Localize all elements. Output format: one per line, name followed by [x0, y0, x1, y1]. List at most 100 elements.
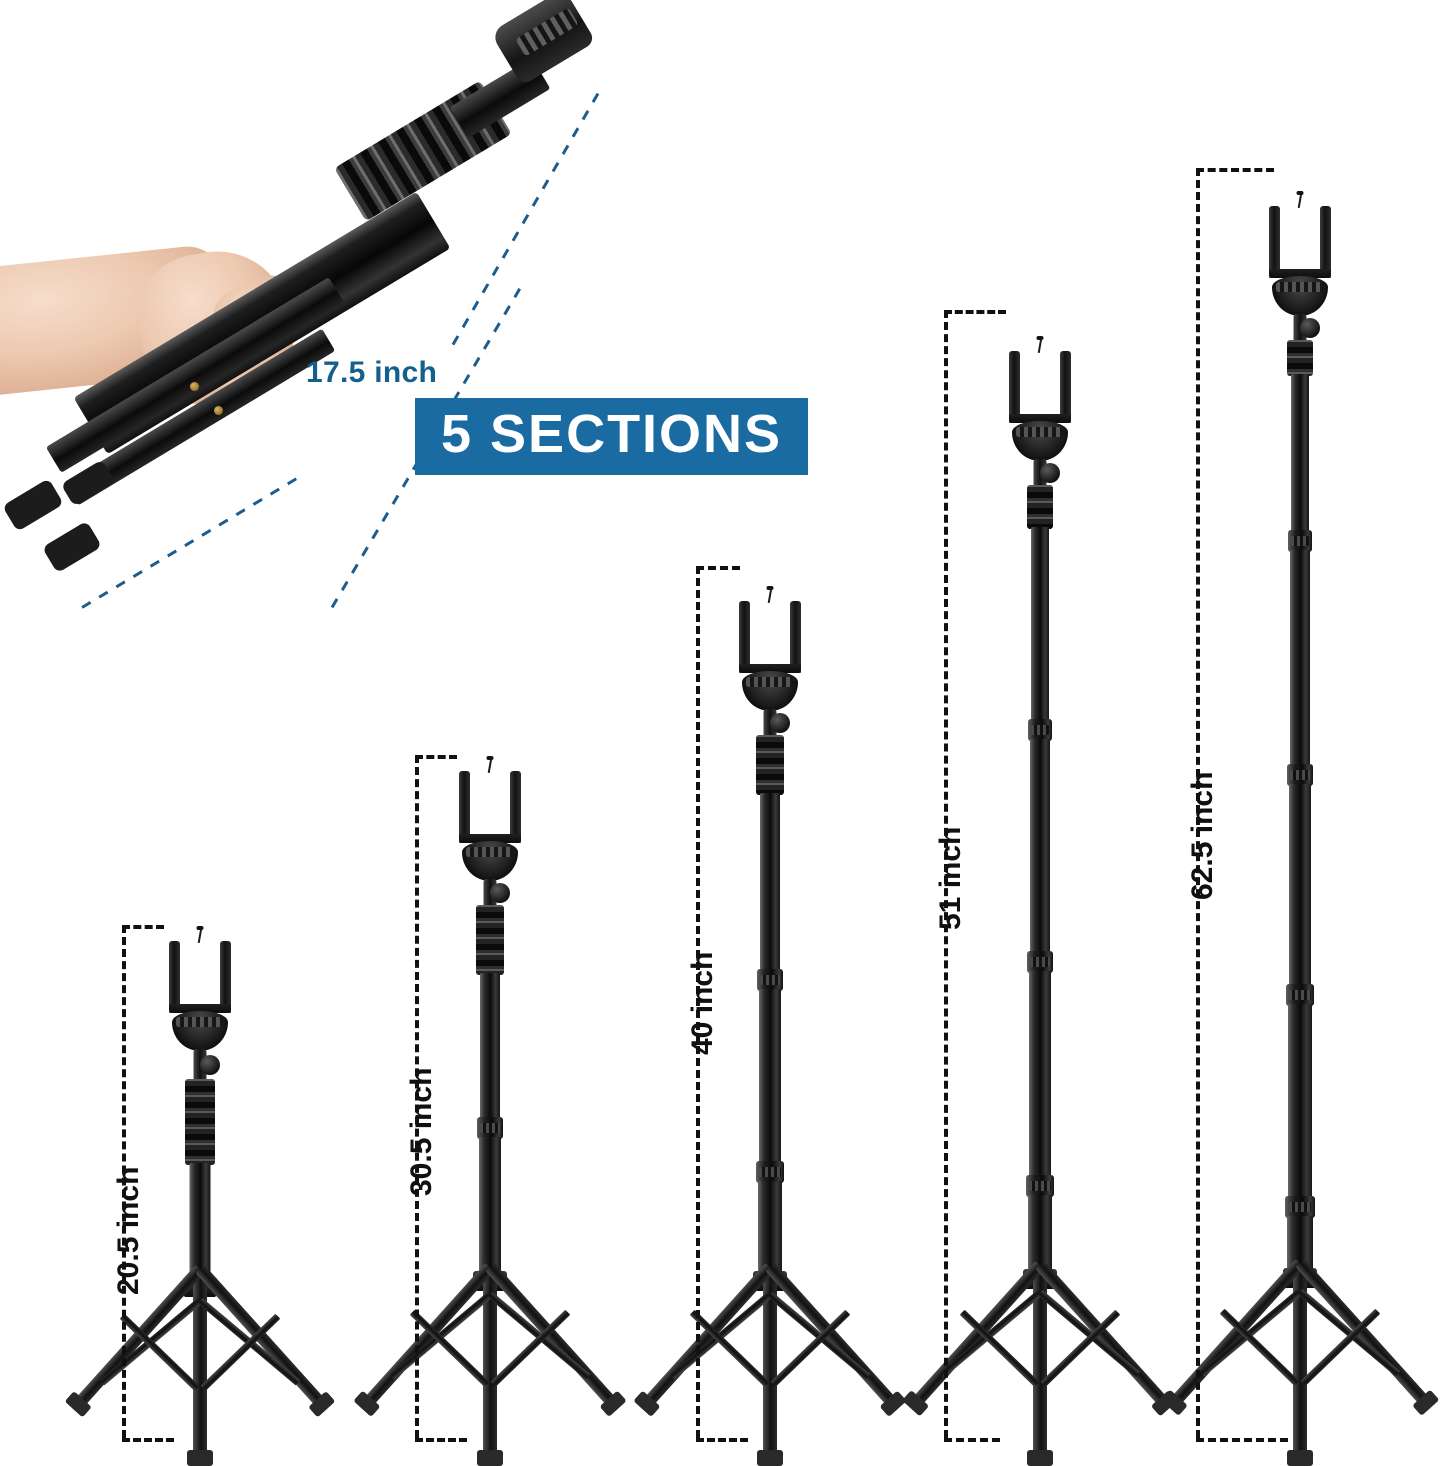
column-segment-5c [1289, 784, 1311, 988]
measure-bracket-vertical-1 [122, 925, 126, 1438]
column-segment-5d [1288, 1004, 1312, 1200]
collar-stack-4[interactable] [1027, 485, 1053, 529]
folded-length-label: 17.5 inch [306, 356, 438, 389]
twist-lock-4b[interactable] [1027, 951, 1053, 973]
clamp-jaw-right-3 [790, 601, 801, 673]
measure-bracket-top-5 [1196, 168, 1274, 172]
tripod-20-5 [40, 923, 360, 1466]
clamp-jaw-left-1 [169, 941, 180, 1013]
twist-lock-5c[interactable] [1286, 984, 1314, 1006]
clamp-screw-head-5 [1296, 191, 1304, 195]
clamp-jaw-right-4 [1060, 351, 1071, 423]
collar-stack-5[interactable] [1287, 340, 1313, 376]
clamp-screw-4 [1037, 337, 1043, 354]
collar-stack-3[interactable] [756, 735, 784, 795]
sections-badge: 5 SECTIONS [415, 398, 809, 475]
leg-foot-left-5 [1160, 1389, 1188, 1416]
tripod-40 [610, 583, 930, 1466]
leg-front-2 [477, 1271, 503, 1466]
leg-foot-front-3 [757, 1450, 783, 1466]
twist-lock-5b[interactable] [1287, 764, 1313, 786]
clamp-jaw-right-2 [510, 771, 521, 843]
clamp-base-5 [1269, 269, 1331, 278]
measure-bracket-top-4 [944, 310, 1006, 314]
ball-head-knob-5[interactable] [1300, 318, 1320, 338]
phone-clamp-5 [1269, 191, 1331, 278]
clamp-jaw-left-4 [1009, 351, 1020, 423]
phone-clamp-2 [459, 756, 521, 843]
clamp-screw-head-4 [1036, 336, 1044, 340]
leg-left-5 [1160, 1258, 1305, 1416]
leg-foot-front-5 [1287, 1450, 1313, 1466]
leg-foot-left-4 [901, 1389, 930, 1417]
folded-bracket-bottom [81, 477, 298, 609]
ball-head-knob-3[interactable] [770, 713, 790, 733]
leg-right-1 [195, 1264, 336, 1418]
height-label-2: 30.5 inch [405, 1067, 438, 1196]
ball-head-5 [1272, 276, 1328, 316]
measure-bracket-bottom-1 [122, 1438, 174, 1442]
twist-lock-4a[interactable] [1028, 719, 1052, 741]
ball-head-knob-4[interactable] [1040, 463, 1060, 483]
measure-bracket-bottom-4 [944, 1438, 1000, 1442]
clamp-screw-head-1 [196, 926, 204, 930]
measure-bracket-top-2 [415, 755, 457, 759]
leg-foot-left-3 [633, 1390, 661, 1417]
column-segment-4a [1031, 527, 1049, 723]
clamp-screw-5 [1297, 192, 1303, 209]
leg-foot-right-5 [1412, 1389, 1440, 1416]
leg-foot-front-1 [187, 1450, 213, 1466]
leg-front-3 [757, 1271, 783, 1466]
leg-front-1 [187, 1273, 213, 1466]
column-segment-3a [760, 793, 780, 973]
leg-left-2 [353, 1262, 495, 1417]
measure-bracket-vertical-4 [944, 310, 948, 1438]
tripod-30-5 [330, 753, 650, 1466]
clamp-base-2 [459, 834, 521, 843]
leg-foot-left-2 [353, 1390, 381, 1417]
collar-stack-2[interactable] [476, 905, 504, 975]
clamp-jaw-left-2 [459, 771, 470, 843]
column-segment-3b [759, 989, 781, 1165]
clamp-screw-3 [767, 587, 773, 604]
column-segment-3c [758, 1181, 782, 1279]
phone-clamp-1 [169, 926, 231, 1013]
clamp-base-3 [739, 664, 801, 673]
tripod-51 [880, 333, 1200, 1466]
ball-head-knurl-1 [176, 1016, 224, 1027]
measure-bracket-vertical-2 [415, 755, 419, 1438]
column-segment-5a [1291, 374, 1309, 534]
twist-lock-5a[interactable] [1288, 530, 1312, 552]
leg-front-4 [1027, 1269, 1053, 1466]
column-segment-1 [189, 1163, 211, 1285]
leg-foot-front-4 [1027, 1450, 1053, 1466]
measure-bracket-bottom-3 [696, 1438, 748, 1442]
ball-head-knob-1[interactable] [200, 1055, 220, 1075]
leg-foot-left-1 [64, 1391, 92, 1418]
twist-lock-3a[interactable] [757, 969, 783, 991]
twist-lock-3b[interactable] [756, 1161, 784, 1183]
clamp-base-1 [169, 1004, 231, 1013]
ball-head-knurl-5 [1276, 281, 1324, 292]
clamp-jaw-left-3 [739, 601, 750, 673]
leg-brace-left-5 [1199, 1288, 1303, 1377]
ball-head-4 [1012, 421, 1068, 461]
height-label-3: 40 inch [686, 951, 719, 1055]
height-label-1: 20.5 inch [112, 1166, 145, 1295]
measure-bracket-vertical-3 [696, 566, 700, 1438]
collar-stack-1[interactable] [185, 1079, 215, 1165]
ball-head-knob-2[interactable] [490, 883, 510, 903]
measure-bracket-bottom-5 [1196, 1438, 1288, 1442]
measure-bracket-vertical-5 [1196, 168, 1200, 1438]
ball-head-2 [462, 841, 518, 881]
height-label-5: 62.5 inch [1186, 771, 1219, 900]
measure-bracket-bottom-2 [415, 1438, 467, 1442]
measure-bracket-top-3 [696, 566, 740, 570]
leg-brace-left-4 [939, 1289, 1043, 1378]
twist-lock-4c[interactable] [1026, 1175, 1054, 1197]
folded-foot-1 [2, 478, 64, 532]
folded-tripod-illustration [0, 0, 680, 620]
clamp-screw-2 [487, 757, 493, 774]
twist-lock-5d[interactable] [1285, 1196, 1315, 1218]
twist-lock-2a[interactable] [477, 1117, 503, 1139]
